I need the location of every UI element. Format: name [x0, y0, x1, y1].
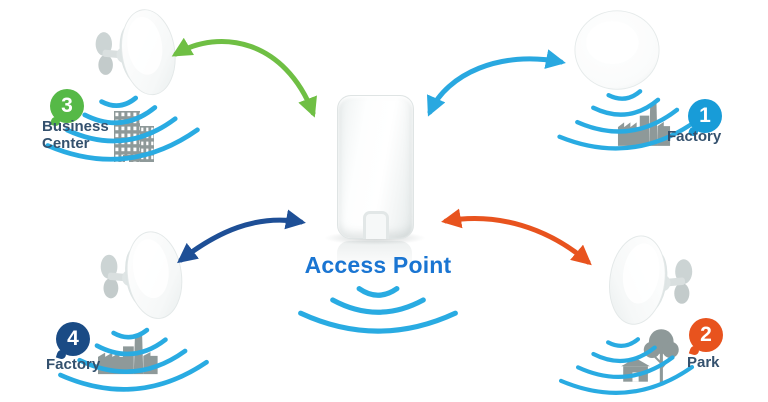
site-label: Factory [46, 356, 101, 373]
access-point-label: Access Point [304, 252, 452, 278]
cpe-dish-antenna [96, 226, 200, 328]
ap-mount-clip [362, 211, 389, 239]
ap-reflection [337, 241, 412, 275]
ap-wifi-waves [272, 283, 484, 349]
link-arrow-ap-site2 [441, 208, 592, 266]
cpe-dish-antenna [592, 230, 696, 334]
cpe-dish-antenna [92, 2, 192, 106]
site-number-badge: 1 [688, 99, 722, 133]
cpe-dish-antenna [570, 8, 664, 94]
site-label: Business Center [42, 118, 109, 152]
site-number-badge: 3 [50, 89, 84, 123]
access-point-device [337, 95, 414, 239]
site-number-badge: 4 [56, 322, 90, 356]
site-number-badge: 2 [689, 318, 723, 352]
site-label: Park [687, 354, 720, 371]
site-label: Factory [667, 128, 722, 145]
